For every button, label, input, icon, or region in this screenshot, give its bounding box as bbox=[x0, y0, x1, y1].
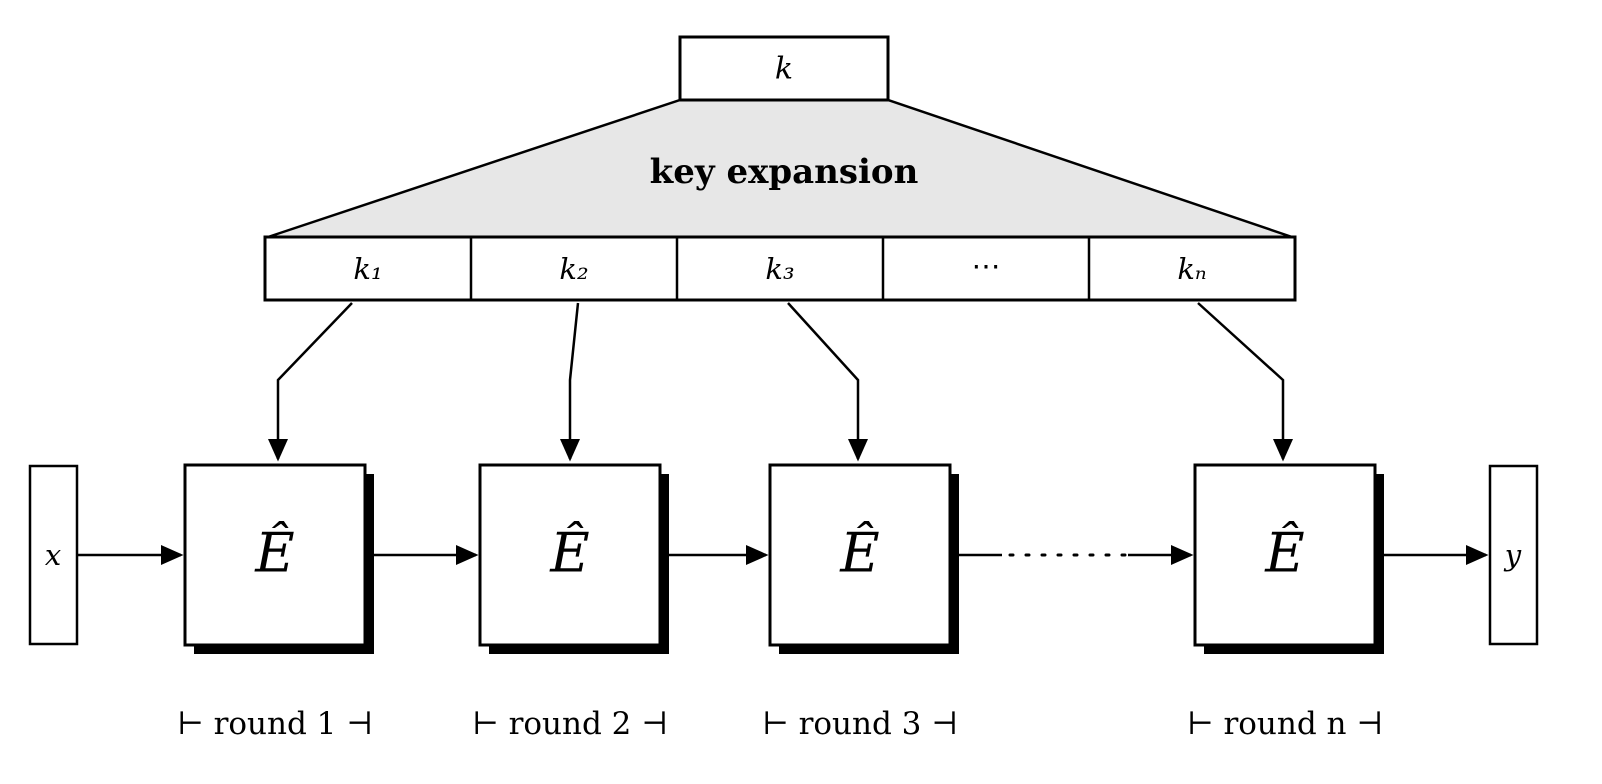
roundn-function-label: Ê bbox=[1264, 521, 1304, 585]
subkey1-arrow bbox=[268, 302, 353, 462]
round3-box bbox=[768, 463, 952, 647]
subkeyn-arrow bbox=[1197, 302, 1293, 462]
round3-function-label: Ê bbox=[839, 521, 879, 585]
roundn-box bbox=[1193, 463, 1377, 647]
master-key-label: k bbox=[775, 52, 793, 87]
round2-function-label: Ê bbox=[549, 521, 589, 585]
round3-span-label: ⊢ round 3 ⊣ bbox=[762, 706, 958, 742]
input-label: x bbox=[45, 538, 61, 572]
subkey-label-k2: k₂ bbox=[559, 252, 588, 286]
output-box bbox=[1488, 464, 1539, 646]
round1-function-label: Ê bbox=[254, 521, 294, 585]
subkey2-arrow bbox=[560, 302, 580, 462]
roundn-span-label: ⊢ round n ⊣ bbox=[1187, 706, 1383, 742]
subkey-label-k1: k₁ bbox=[353, 252, 382, 286]
round1-span-label: ⊢ round 1 ⊣ bbox=[177, 706, 373, 742]
subkey-register-box bbox=[263, 235, 1297, 302]
key-expansion-label: key expansion bbox=[650, 152, 919, 192]
round1-box bbox=[183, 463, 367, 647]
subkey-label-ellipsis: ⋯ bbox=[972, 249, 1001, 283]
subkey-label-kn: kₙ bbox=[1177, 252, 1206, 286]
round2-box bbox=[478, 463, 662, 647]
subkey-label-k3: k₃ bbox=[765, 252, 794, 286]
master-key-box bbox=[678, 35, 890, 102]
round2-span-label: ⊢ round 2 ⊣ bbox=[472, 706, 668, 742]
output-label: y bbox=[1503, 538, 1522, 572]
subkey3-arrow bbox=[787, 302, 868, 462]
